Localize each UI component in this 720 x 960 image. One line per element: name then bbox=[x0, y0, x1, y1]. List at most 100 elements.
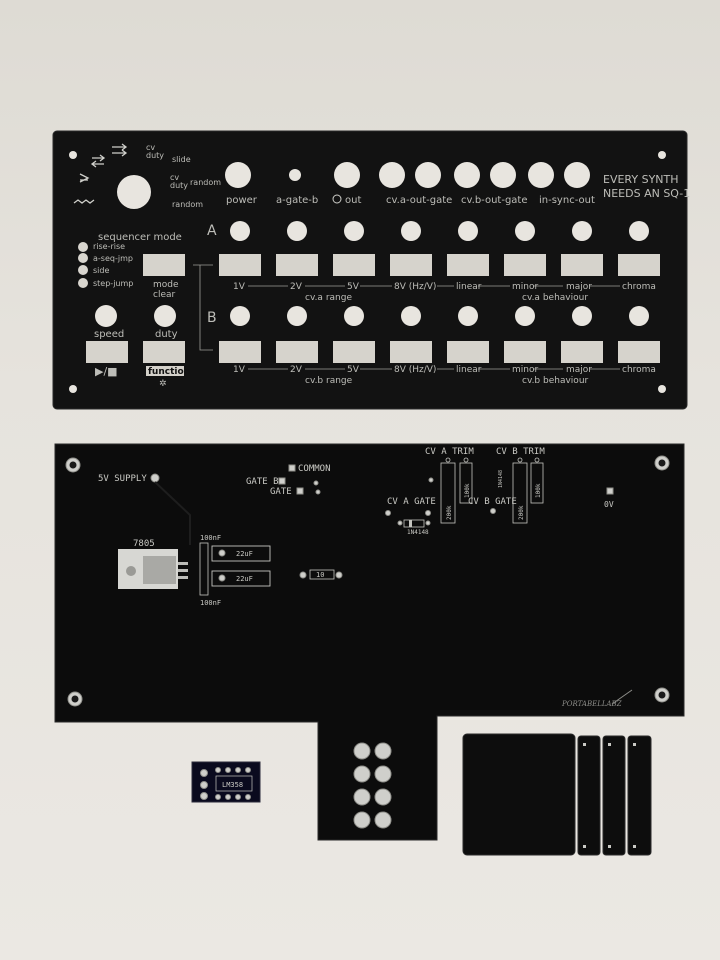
resistor-10: 10 bbox=[299, 569, 343, 580]
label-100nf-top: 100nF bbox=[200, 534, 221, 542]
row-a-tick-1: 1V bbox=[233, 282, 246, 292]
label-22uf-1: 22uF bbox=[236, 550, 253, 558]
row-a-tick-2: 2V bbox=[290, 282, 303, 292]
row-a-behaviour-2: minor bbox=[512, 282, 538, 292]
label-200k-1: 200k bbox=[446, 505, 453, 520]
function-badge bbox=[146, 366, 184, 376]
row-a-tick-3: 5V bbox=[347, 282, 360, 292]
label-lm358: LM358 bbox=[222, 781, 243, 789]
maker-logo-text: PORTABELLABZ bbox=[561, 700, 622, 708]
seq-mode-option-4: step-jump bbox=[93, 279, 133, 288]
label-1n4148-b: 1N4148 bbox=[498, 470, 504, 488]
label-cv-2: cv bbox=[170, 173, 179, 182]
brand-line-2: NEEDS AN SQ-1 bbox=[603, 187, 690, 200]
label-7805: 7805 bbox=[133, 539, 155, 549]
label-resistor-10: 10 bbox=[316, 571, 324, 579]
row-b-behaviour-1: linear bbox=[456, 365, 482, 375]
row-a-letter: A bbox=[207, 223, 217, 239]
trimmer-b bbox=[512, 457, 544, 524]
small-pcb-lm358: LM358 bbox=[191, 761, 261, 803]
speed-knob-hole bbox=[95, 305, 117, 327]
cv-a-range-label: cv.a range bbox=[305, 293, 352, 303]
label-cv-a-gate: CV A GATE bbox=[387, 497, 436, 507]
label-mode: mode bbox=[153, 280, 179, 290]
row-b-behaviour-2: minor bbox=[512, 365, 538, 375]
label-100k-2: 100k bbox=[535, 483, 542, 498]
front-panel: cv duty slide cv duty random random powe… bbox=[52, 130, 690, 410]
sequencer-mode-leds bbox=[78, 242, 88, 288]
row-b-tick-1: 1V bbox=[233, 365, 246, 375]
row-b-tick-3: 5V bbox=[347, 365, 360, 375]
label-clear: clear bbox=[153, 290, 176, 300]
label-slide: slide bbox=[172, 155, 191, 164]
label-duty-b: duty bbox=[155, 329, 178, 340]
label-out: out bbox=[345, 195, 361, 206]
label-cv-b-gate: CV B GATE bbox=[468, 497, 517, 507]
duty-knob-hole bbox=[154, 305, 176, 327]
label-function: function bbox=[148, 367, 190, 377]
spacer-boards bbox=[462, 733, 652, 856]
row-b-letter: B bbox=[207, 310, 217, 326]
label-5v-supply: 5V SUPPLY bbox=[98, 474, 147, 484]
label-random: random bbox=[190, 178, 221, 187]
row-a-behaviour-4: chroma bbox=[622, 282, 656, 292]
out-icon bbox=[332, 194, 342, 204]
trimmer-a bbox=[440, 457, 473, 524]
row-a-button-windows bbox=[143, 254, 660, 276]
row-b-tick-2: 2V bbox=[290, 365, 303, 375]
capacitor-22uf-1: 22uF bbox=[211, 545, 271, 562]
seq-mode-option-3: side bbox=[93, 266, 109, 275]
label-gate-b: GATE B bbox=[246, 477, 279, 487]
label-1n4148: 1N4148 bbox=[407, 529, 429, 536]
sequencer-mode-title: sequencer mode bbox=[98, 232, 182, 243]
label-100nf-bottom: 100nF bbox=[200, 599, 221, 607]
cv-a-behaviour-label: cv.a behaviour bbox=[522, 293, 588, 303]
label-cv-a-out-gate: cv.a-out-gate bbox=[386, 195, 452, 206]
label-cv-b-trim: CV B TRIM bbox=[496, 447, 545, 457]
label-cv-a-trim: CV A TRIM bbox=[425, 447, 474, 457]
cv-b-behaviour-label: cv.b behaviour bbox=[522, 376, 589, 386]
arrow-icons bbox=[73, 143, 128, 204]
label-duty: duty bbox=[146, 151, 164, 160]
label-duty-2: duty bbox=[170, 181, 188, 190]
pcb-mounting-holes bbox=[65, 455, 670, 707]
row-b-tick-4: 8V (Hz/V) bbox=[394, 365, 436, 375]
label-in-sync-out: in-sync-out bbox=[539, 195, 595, 206]
pcb-tab-led-pads bbox=[353, 742, 392, 829]
row-b-knob-holes bbox=[230, 306, 649, 326]
label-speed: speed bbox=[94, 329, 124, 340]
row-a-behaviour-1: linear bbox=[456, 282, 482, 292]
diode-1n4148 bbox=[397, 519, 431, 528]
supply-pad bbox=[150, 473, 160, 483]
cv-b-range-label: cv.b range bbox=[305, 376, 353, 386]
label-200k-2: 200k bbox=[518, 505, 525, 520]
main-pcb: 5V SUPPLY 7805 100nF 100nF 22uF 22uF bbox=[54, 443, 685, 841]
row-a-knob-holes bbox=[230, 221, 649, 241]
mode-switch-hole bbox=[117, 175, 151, 209]
label-cv-b-out-gate: cv.b-out-gate bbox=[461, 195, 528, 206]
regulator-pins bbox=[178, 562, 188, 579]
label-cv: cv bbox=[146, 143, 155, 152]
regulator-body bbox=[143, 556, 176, 584]
row-a-tick-4: 8V (Hz/V) bbox=[394, 282, 436, 292]
sun-icon: ✲ bbox=[159, 379, 167, 389]
label-a-gate-b: a-gate-b bbox=[276, 195, 318, 206]
label-0v: 0V bbox=[604, 500, 614, 509]
top-jack-holes bbox=[225, 162, 590, 188]
row-a-behaviour-3: major bbox=[566, 282, 592, 292]
label-22uf-2: 22uF bbox=[236, 575, 253, 583]
label-play-stop: ▶/■ bbox=[95, 365, 118, 378]
row-b-behaviour-3: major bbox=[566, 365, 592, 375]
panel-mounting-holes bbox=[69, 151, 666, 393]
label-random-2: random bbox=[172, 200, 203, 209]
brand-line-1: EVERY SYNTH bbox=[603, 173, 679, 186]
range-lines-a bbox=[193, 264, 620, 351]
row-b-button-windows bbox=[86, 341, 660, 363]
label-100k-1: 100k bbox=[464, 483, 471, 498]
row-b-behaviour-4: chroma bbox=[622, 365, 656, 375]
label-power: power bbox=[226, 195, 258, 206]
label-gate-a: GATE A bbox=[270, 487, 303, 497]
capacitor-22uf-2: 22uF bbox=[211, 570, 271, 587]
seq-mode-option-1: rise-rise bbox=[93, 242, 125, 251]
